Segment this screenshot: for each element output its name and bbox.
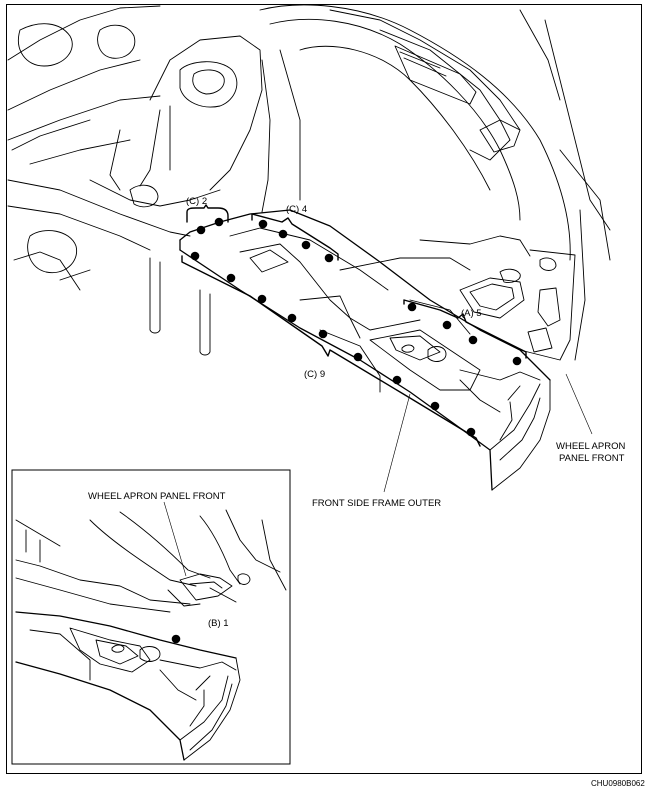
- weld-spot: [442, 320, 452, 330]
- weld-spot: [190, 251, 200, 261]
- vehicle-body-structure: [7, 4, 611, 361]
- weld-spot: [257, 294, 267, 304]
- weld-spot: [214, 217, 224, 227]
- weld-spots-a5: [407, 302, 522, 366]
- inset-leader: [163, 501, 187, 577]
- weld-bracket-c2: [186, 204, 229, 223]
- inset-detail: WHEEL APRON PANEL FRONT (B) 1: [11, 469, 291, 765]
- callout-b1: (B) 1: [208, 618, 229, 629]
- weld-bracket-c4: [251, 213, 339, 261]
- callout-c9: (C) 9: [304, 369, 325, 380]
- weld-spots-c2: [196, 217, 224, 235]
- leader-wheel-apron: [565, 373, 593, 435]
- callout-c4: (C) 4: [286, 204, 307, 215]
- label-front-side-frame-outer: FRONT SIDE FRAME OUTER: [312, 498, 441, 509]
- weld-spot: [466, 427, 476, 437]
- weld-bracket-c9: [181, 255, 481, 447]
- weld-spot: [430, 401, 440, 411]
- weld-spot: [512, 356, 522, 366]
- weld-spots-c9: [190, 251, 476, 437]
- weld-spot: [324, 253, 334, 263]
- weld-spot: [353, 352, 363, 362]
- leader-front-side-frame: [383, 393, 411, 493]
- weld-spot: [392, 375, 402, 385]
- weld-spot: [287, 313, 297, 323]
- callout-a5: (A) 5: [461, 308, 482, 319]
- weld-spot: [278, 229, 288, 239]
- weld-spot: [407, 302, 417, 312]
- weld-spot-b1: [171, 634, 181, 644]
- diagram-frame: [6, 4, 642, 774]
- front-side-frame-outer: [179, 209, 551, 491]
- label-wheel-apron-line2: PANEL FRONT: [559, 453, 625, 464]
- weld-spot: [226, 273, 236, 283]
- weld-spot: [196, 225, 206, 235]
- inset-label-wheel-apron: WHEEL APRON PANEL FRONT: [88, 491, 226, 502]
- weld-spot: [258, 219, 268, 229]
- weld-spot: [468, 335, 478, 345]
- label-wheel-apron-line1: WHEEL APRON: [556, 441, 625, 452]
- weld-spots-c4: [258, 219, 334, 263]
- weld-bracket-a5: [403, 299, 527, 359]
- weld-spot: [301, 240, 311, 250]
- callout-c2: (C) 2: [186, 196, 207, 207]
- figure-code: CHU0980B062: [591, 779, 645, 788]
- inset-frame: [11, 469, 291, 765]
- weld-spot: [318, 329, 328, 339]
